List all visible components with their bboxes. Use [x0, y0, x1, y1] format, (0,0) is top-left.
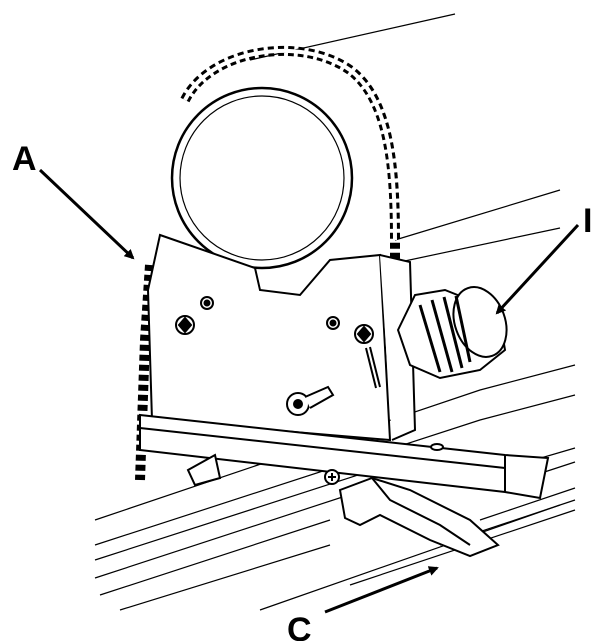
mounting-plate — [146, 233, 417, 442]
callout-label-a: A — [12, 140, 37, 178]
support-bar — [139, 413, 550, 500]
callout-label-c: C — [287, 611, 312, 641]
arrow-c — [324, 566, 439, 614]
adjustment-knob — [396, 286, 508, 380]
arrow-b — [495, 223, 580, 315]
arrow-a — [38, 168, 135, 260]
clamp-lever — [186, 453, 500, 558]
callout-label-b: I — [583, 202, 592, 240]
callout-arrows — [38, 168, 580, 614]
sprocket-disc — [170, 86, 354, 270]
